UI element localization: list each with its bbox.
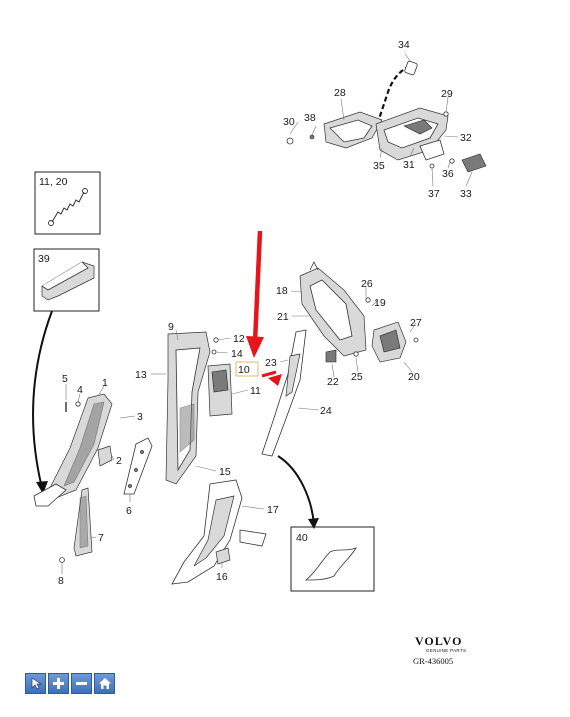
callout-38: 38: [304, 112, 316, 124]
inset-label-40: 40: [296, 532, 308, 544]
minus-icon: [76, 682, 87, 685]
zoom-in-button[interactable]: [48, 673, 69, 694]
callout-20: 20: [408, 371, 420, 383]
callout-19: 19: [374, 297, 386, 309]
inset-39: [33, 248, 100, 312]
callout-32: 32: [460, 132, 472, 144]
home-button[interactable]: [94, 673, 115, 694]
callout-17: 17: [267, 504, 279, 516]
callout-37: 37: [428, 188, 440, 200]
highlight-box: [235, 361, 259, 377]
callout-5: 5: [62, 373, 68, 385]
callout-16: 16: [216, 571, 228, 583]
inset-label-11-20: 11, 20: [39, 176, 68, 188]
brand-sub: GENUINE PARTS: [426, 648, 466, 653]
inset-label-39: 39: [38, 253, 50, 265]
callout-labels: 1 2 3 4 5 6 7 8 9 10 11 12 13 14 15 16 1…: [38, 39, 472, 587]
callout-22: 22: [327, 376, 339, 388]
callout-9: 9: [168, 321, 174, 333]
c-pillar-group: [261, 261, 419, 457]
callout-8: 8: [58, 575, 64, 587]
callout-34: 34: [398, 39, 410, 51]
callout-6: 6: [126, 505, 132, 517]
viewer-toolbar: [25, 673, 115, 695]
roof-console-assembly: [286, 53, 487, 187]
a-pillar-group: [33, 384, 153, 574]
callout-29: 29: [441, 88, 453, 100]
callout-3: 3: [137, 411, 143, 423]
home-icon: [98, 678, 111, 689]
red-pointer-arrows: [246, 230, 282, 386]
callout-33: 33: [460, 188, 472, 200]
callout-26: 26: [361, 278, 373, 290]
callout-10: 10: [238, 364, 250, 376]
callout-23: 23: [265, 357, 277, 369]
callout-1: 1: [102, 377, 108, 389]
callout-12: 12: [233, 333, 245, 345]
callout-18: 18: [276, 285, 288, 297]
callout-27: 27: [410, 317, 422, 329]
callout-15: 15: [219, 466, 231, 478]
footer: VOLVO GENUINE PARTS GR-436005: [413, 634, 466, 666]
callout-4: 4: [77, 384, 83, 396]
callout-21: 21: [277, 311, 289, 323]
plus-icon: [53, 678, 64, 689]
callout-14: 14: [231, 348, 243, 360]
callout-28: 28: [334, 87, 346, 99]
brand-logo: VOLVO: [415, 634, 462, 648]
pointer-button[interactable]: [25, 673, 46, 694]
b-pillar-group: [151, 329, 267, 585]
callout-36: 36: [442, 168, 454, 180]
callout-35: 35: [373, 160, 385, 172]
callout-13: 13: [135, 369, 147, 381]
inset-40: [290, 526, 375, 592]
callout-7: 7: [98, 532, 104, 544]
diagram-reference: GR-436005: [413, 656, 453, 666]
callout-30: 30: [283, 116, 295, 128]
inset-11-20: [34, 171, 101, 235]
callout-25: 25: [351, 371, 363, 383]
cursor-icon: [31, 677, 42, 690]
callout-2: 2: [116, 455, 122, 467]
callout-24: 24: [320, 405, 332, 417]
callout-11: 11: [250, 385, 261, 397]
callout-31: 31: [403, 159, 415, 171]
zoom-out-button[interactable]: [71, 673, 92, 694]
